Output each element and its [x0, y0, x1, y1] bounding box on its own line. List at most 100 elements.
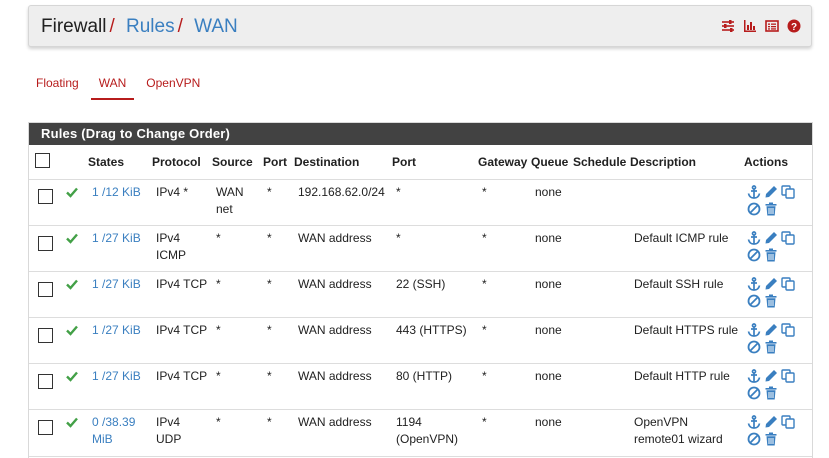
states-line-1[interactable]: 1 /27 KiB [92, 369, 141, 383]
states-link[interactable]: 1 /27 KiB [92, 230, 141, 247]
trash-icon[interactable] [764, 248, 778, 262]
col-states[interactable]: States [88, 155, 125, 169]
pencil-icon[interactable] [764, 323, 778, 337]
col-dest-port[interactable]: Port [392, 155, 416, 169]
row-select-checkbox[interactable] [38, 189, 53, 204]
states-line-2[interactable]: MiB [92, 432, 113, 446]
row-select-checkbox[interactable] [38, 236, 53, 251]
anchor-icon[interactable] [747, 231, 761, 245]
check-icon[interactable] [66, 232, 78, 244]
protocol-cell: IPv4 TCP [156, 276, 207, 293]
trash-icon[interactable] [764, 340, 778, 354]
breadcrumb-wan-link[interactable]: WAN [194, 16, 238, 37]
col-destination[interactable]: Destination [294, 155, 360, 169]
help-icon[interactable]: ? [787, 19, 801, 33]
states-line-1[interactable]: 1 /27 KiB [92, 323, 141, 337]
pencil-icon[interactable] [764, 369, 778, 383]
description-line-1: Default HTTPS rule [634, 323, 739, 337]
pencil-icon[interactable] [764, 185, 778, 199]
tab-openvpn[interactable]: OpenVPN [146, 76, 201, 90]
copy-icon[interactable] [781, 231, 795, 245]
list-icon[interactable] [765, 19, 779, 33]
pencil-icon[interactable] [764, 277, 778, 291]
gateway-cell: * [482, 323, 487, 337]
table-row[interactable]: 1 /27 KiB IPv4 TCP * * WAN address 22 (S… [29, 272, 812, 318]
sliders-icon[interactable] [721, 19, 735, 33]
states-link[interactable]: 1 /27 KiB [92, 322, 141, 339]
port-cell: * [267, 277, 272, 291]
check-icon[interactable] [66, 370, 78, 382]
col-gateway[interactable]: Gateway [478, 155, 528, 169]
copy-icon[interactable] [781, 323, 795, 337]
pencil-icon[interactable] [764, 415, 778, 429]
check-icon[interactable] [66, 278, 78, 290]
block-icon[interactable] [747, 340, 761, 354]
copy-icon[interactable] [781, 277, 795, 291]
description-line-1: OpenVPN [634, 415, 689, 429]
anchor-icon[interactable] [747, 185, 761, 199]
destination-cell: WAN address [298, 415, 372, 429]
check-icon[interactable] [66, 324, 78, 336]
row-select-checkbox[interactable] [38, 420, 53, 435]
states-line-1[interactable]: 1 /12 KiB [92, 185, 141, 199]
col-actions: Actions [744, 155, 789, 169]
check-icon[interactable] [66, 186, 78, 198]
states-link[interactable]: 1 /27 KiB [92, 368, 141, 385]
states-link[interactable]: 1 /12 KiB [92, 184, 141, 201]
col-queue[interactable]: Queue [531, 155, 569, 169]
block-icon[interactable] [747, 432, 761, 446]
row-select-checkbox[interactable] [38, 374, 53, 389]
pencil-icon[interactable] [764, 231, 778, 245]
source-cell: * [216, 322, 221, 339]
trash-icon[interactable] [764, 202, 778, 216]
col-port[interactable]: Port [263, 155, 287, 169]
table-row[interactable]: 1 /27 KiB IPv4 TCP * * WAN address 80 (H… [29, 364, 812, 410]
check-icon[interactable] [66, 416, 78, 428]
states-line-1[interactable]: 0 /38.39 [92, 415, 136, 429]
states-line-1[interactable]: 1 /27 KiB [92, 277, 141, 291]
protocol-line-2: ICMP [156, 248, 186, 262]
anchor-icon[interactable] [747, 415, 761, 429]
states-line-1[interactable]: 1 /27 KiB [92, 231, 141, 245]
trash-icon[interactable] [764, 386, 778, 400]
select-all-checkbox[interactable] [35, 153, 50, 168]
bar-chart-icon[interactable] [743, 19, 757, 33]
anchor-icon[interactable] [747, 277, 761, 291]
states-link[interactable]: 1 /27 KiB [92, 276, 141, 293]
anchor-icon[interactable] [747, 369, 761, 383]
block-icon[interactable] [747, 386, 761, 400]
copy-icon[interactable] [781, 415, 795, 429]
copy-icon[interactable] [781, 185, 795, 199]
col-protocol[interactable]: Protocol [152, 155, 201, 169]
block-icon[interactable] [747, 202, 761, 216]
tab-floating[interactable]: Floating [36, 76, 79, 90]
breadcrumb-rules-link[interactable]: Rules [126, 16, 175, 37]
block-icon[interactable] [747, 248, 761, 262]
protocol-cell: IPv4 TCP [156, 368, 207, 385]
trash-icon[interactable] [764, 294, 778, 308]
trash-icon[interactable] [764, 432, 778, 446]
block-icon[interactable] [747, 294, 761, 308]
tab-wan[interactable]: WAN [90, 72, 135, 100]
source-cell: * [216, 230, 221, 247]
table-row[interactable]: 1 /27 KiB IPv4 TCP * * WAN address 443 (… [29, 318, 812, 364]
row-select-checkbox[interactable] [38, 282, 53, 297]
col-description[interactable]: Description [630, 155, 697, 169]
col-schedule[interactable]: Schedule [573, 155, 627, 169]
copy-icon[interactable] [781, 369, 795, 383]
row-select-checkbox[interactable] [38, 328, 53, 343]
header-icons: ? [721, 19, 801, 33]
gateway-cell: * [482, 277, 487, 291]
dest-port-line-1: 22 (SSH) [396, 277, 446, 291]
source-line-1: * [216, 369, 221, 383]
port-cell: * [267, 369, 272, 383]
gateway-cell: * [482, 185, 487, 199]
col-source[interactable]: Source [212, 155, 253, 169]
anchor-icon[interactable] [747, 323, 761, 337]
source-line-1: * [216, 231, 221, 245]
queue-cell: none [535, 323, 562, 337]
